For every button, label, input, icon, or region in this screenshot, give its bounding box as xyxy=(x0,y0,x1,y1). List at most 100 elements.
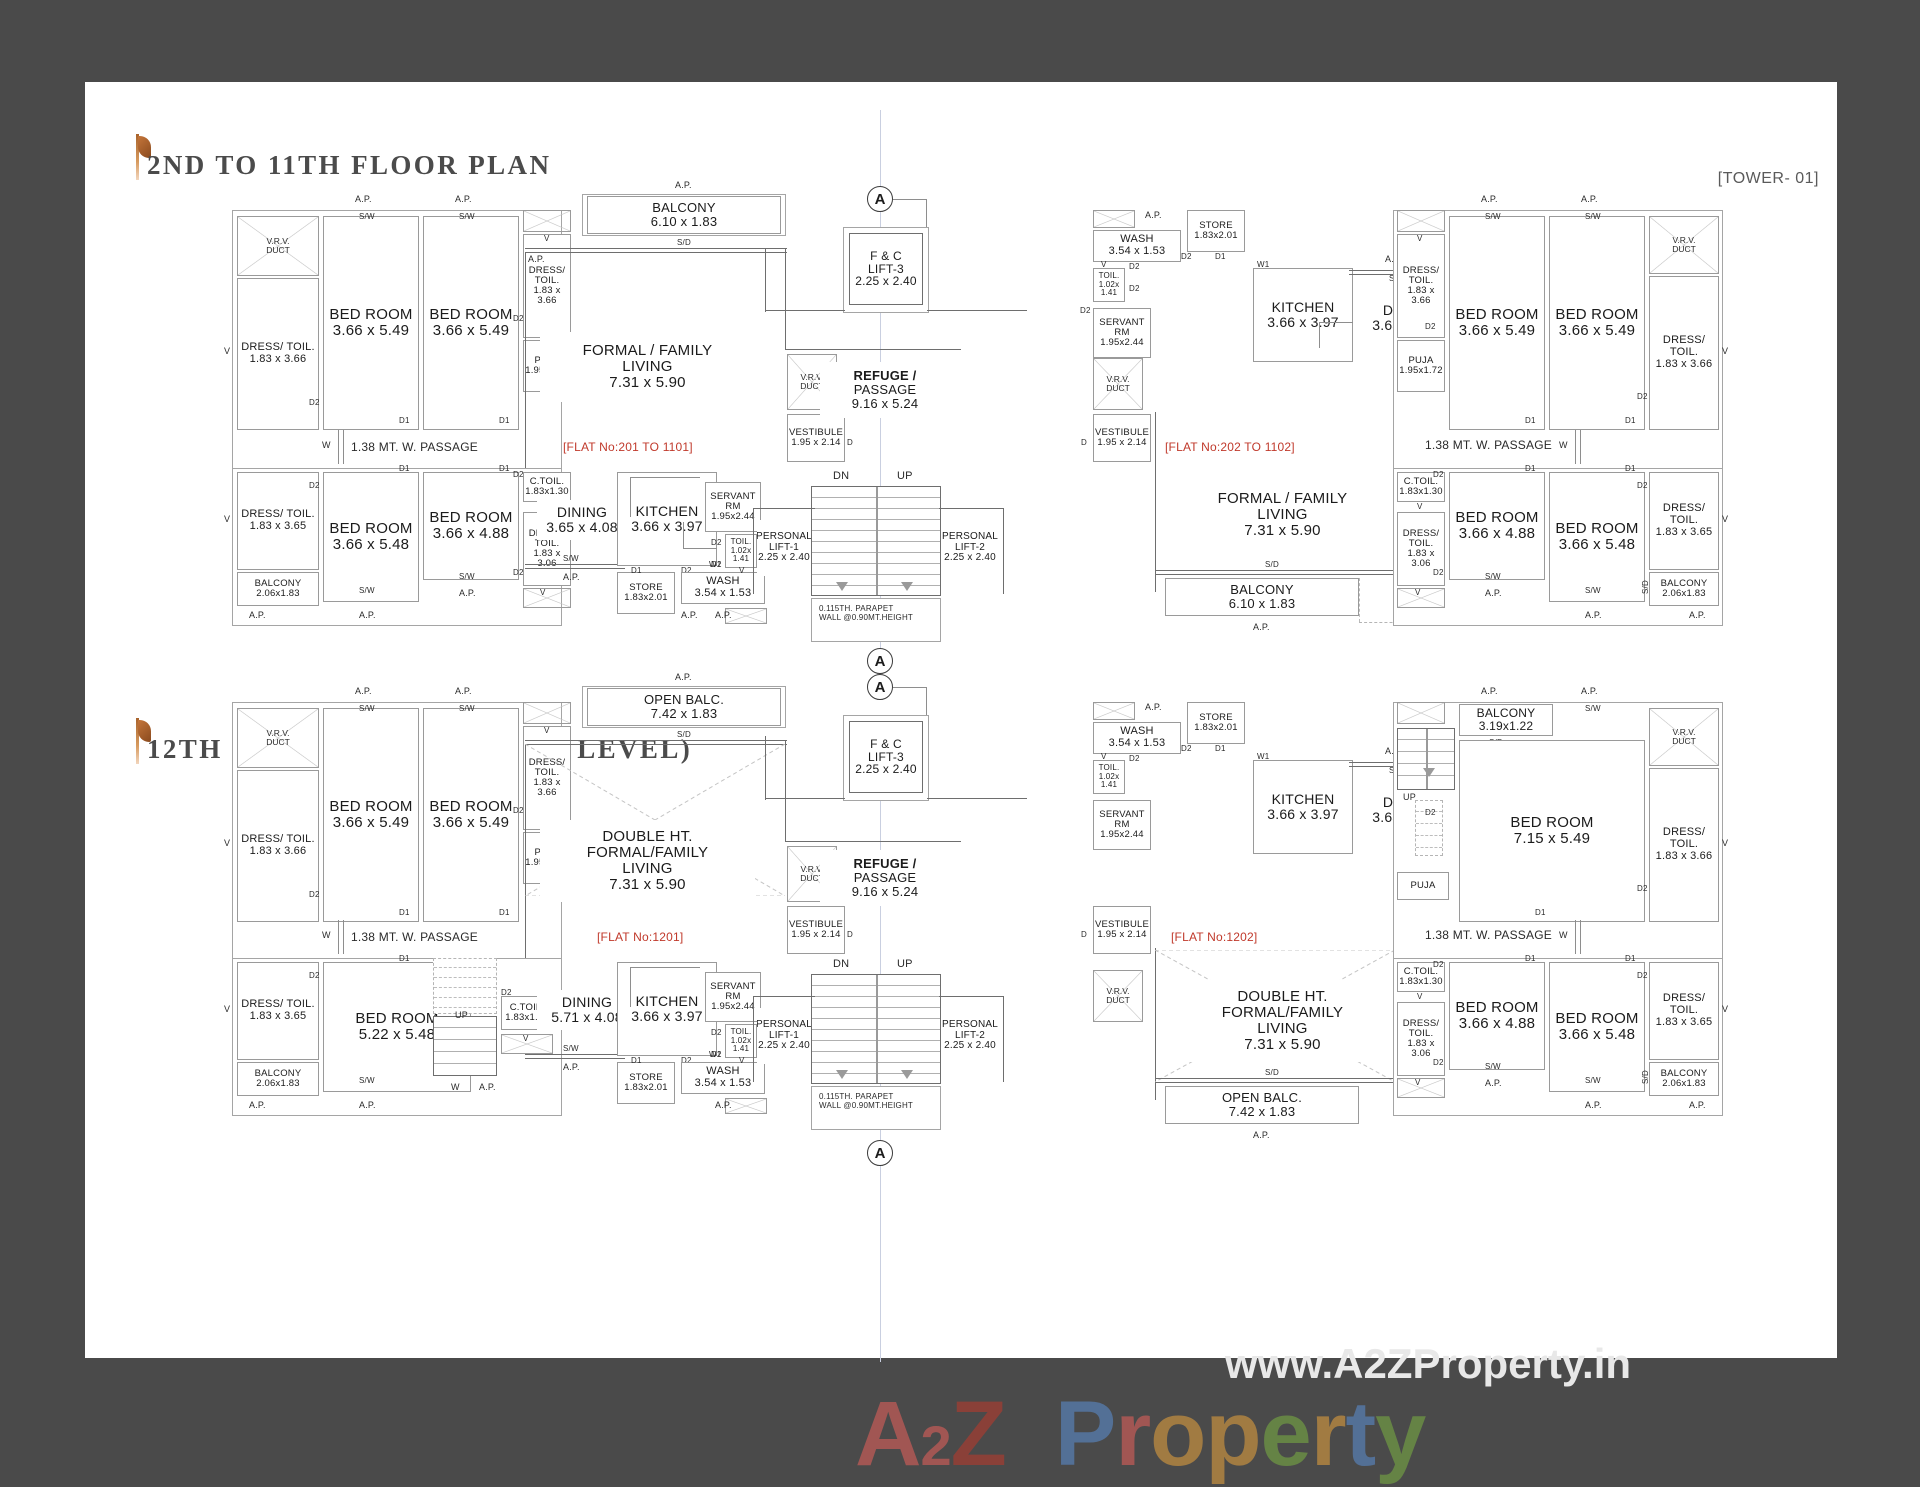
label-ap-right-bot-1: A.P. xyxy=(1485,588,1502,598)
label-d2-right-top: D2 xyxy=(1425,322,1436,331)
label-d2-toil-left-2-lower: D2 xyxy=(711,1050,722,1059)
lift1-wall-lower xyxy=(753,996,754,1082)
room-vestibule-left: VESTIBULE 1.95 x 2.14 xyxy=(787,414,845,462)
kitchen-counter-left-v xyxy=(630,477,631,517)
room-kitchen-left: KITCHEN 3.66 x 3.97 xyxy=(617,472,717,566)
label-d1-right-bot-2: D1 xyxy=(1625,464,1636,473)
label-d2-left-1-lower: D2 xyxy=(309,890,320,899)
label-w-right-lower: W xyxy=(1559,930,1568,940)
lift-band-top-upper2 xyxy=(939,508,1003,509)
label-ap-right-top-1-lower: A.P. xyxy=(1481,686,1498,696)
kitchen-counter-right-v xyxy=(1319,322,1320,348)
label-v-left-top-2-lower: V xyxy=(544,726,550,735)
flat-number-right-upper: [FLAT No:202 TO 1102] xyxy=(1165,440,1295,454)
label-sw-right-bot-1: S/W xyxy=(1485,572,1501,581)
label-d1-right-bot-2-lower: D1 xyxy=(1625,954,1636,963)
label-ap-openbalc-left: A.P. xyxy=(675,672,692,682)
label-sw-right-bot-2: S/W xyxy=(1585,586,1601,595)
stair-arrow-up-upper xyxy=(901,582,913,591)
core-top-wall-right xyxy=(927,310,1027,311)
kitchen-counter-left-h-lower xyxy=(630,967,700,968)
room-bedroom-left-top-1: BED ROOM 3.66 x 5.49 xyxy=(323,216,419,430)
label-sw-left-bot-1: S/W xyxy=(359,586,375,595)
passage-wall-right-b-lower xyxy=(1580,920,1581,954)
room-bedroom-right-bot-2-lower: BED ROOM 3.66 x 5.48 xyxy=(1549,962,1645,1092)
room-balcony-left-top: BALCONY 6.10 x 1.83 xyxy=(587,196,781,234)
room-servant-right-lower: SERVANT RM 1.95x2.44 xyxy=(1093,800,1151,850)
duct-left-top-right-lower xyxy=(523,702,571,724)
lift-band-top-lower2 xyxy=(939,996,1003,997)
wall-dh-living-left-mid xyxy=(785,841,961,842)
room-wash-left: WASH 3.54 x 1.53 xyxy=(681,572,765,604)
label-ap-left-top-2: A.P. xyxy=(455,194,472,204)
label-ap-left-bot-2-lower: A.P. xyxy=(359,1100,376,1110)
label-d-right-vest: D xyxy=(1081,438,1087,447)
drawing-sheet: www.A2ZProperty.in A2Z Property 2ND TO 1… xyxy=(85,82,1837,1485)
label-d2-ctoil-right: D2 xyxy=(1433,470,1444,479)
parapet-note-upper: 0.115TH. PARAPET WALL @0.90MT.HEIGHT xyxy=(819,604,914,622)
label-ap-right-bot-2-lower: A.P. xyxy=(1585,1100,1602,1110)
lift2-wall-lower xyxy=(1003,996,1004,1082)
marker-leader-top xyxy=(893,199,927,200)
label-v-left-bot-lower: V xyxy=(224,1004,231,1014)
room-dress-toil-right-top: DRESS/ TOIL. 1.83 x 3.66 xyxy=(1649,276,1719,430)
room-dress-toil-right-top-lower: DRESS/ TOIL. 1.83 x 3.66 xyxy=(1649,768,1719,922)
room-ctoil-right: C.TOIL. 1.83x1.30 xyxy=(1397,472,1445,502)
label-w1-left: W1 xyxy=(709,560,722,569)
room-bedroom-right-lower-big: BED ROOM 7.15 x 5.49 xyxy=(1459,740,1645,922)
room-dh-living-left: DOUBLE HT. FORMAL/FAMILY LIVING 7.31 x 5… xyxy=(540,820,755,902)
label-v-wash-right: V xyxy=(1101,260,1107,269)
label-d2-ctoil-left-lower: D2 xyxy=(501,988,512,997)
leaf-ornament-upper xyxy=(130,134,151,180)
label-d2-right-outer: D2 xyxy=(1637,392,1648,401)
label-sw-right-top-2: S/W xyxy=(1585,212,1601,221)
label-ap-right-bot-3-lower: A.P. xyxy=(1689,1100,1706,1110)
room-balcony-right-bot: BALCONY 2.06x1.83 xyxy=(1649,572,1719,606)
label-d-right-vest-lower: D xyxy=(1081,930,1087,939)
label-sw-right-top-1: S/W xyxy=(1485,212,1501,221)
label-d2-left-1: D2 xyxy=(309,398,320,407)
label-w1-right-lower: W1 xyxy=(1257,752,1270,761)
label-d-left-vest: D xyxy=(847,438,853,447)
parapet-box-upper xyxy=(811,598,941,642)
wall-dining-left-bot2 xyxy=(525,568,625,569)
label-d1-right-top-1: D1 xyxy=(1525,416,1536,425)
room-living-left: FORMAL / FAMILY LIVING 7.31 x 5.90 xyxy=(540,332,755,402)
internal-stair-right-lower-2 xyxy=(1415,800,1443,856)
label-w-left-upper: W xyxy=(322,440,331,450)
passage-wall-right-a-lower xyxy=(1575,920,1576,954)
room-balcony-right-lower: BALCONY 3.19x1.22 xyxy=(1459,704,1553,736)
duct-right-top-left xyxy=(1397,210,1445,232)
label-v-wash-left-lower: V xyxy=(739,1056,745,1065)
label-ap-right-top-2: A.P. xyxy=(1581,194,1598,204)
label-sd-right-lower: S/D xyxy=(1265,1068,1279,1077)
label-w-left-lower: W xyxy=(322,930,331,940)
wall-dh-living-left-top xyxy=(525,740,787,741)
core-left-edge-lower xyxy=(765,736,766,800)
label-ap-dining-left-lower: A.P. xyxy=(563,1062,580,1072)
room-bedroom-left-bot-2: BED ROOM 3.66 x 4.88 xyxy=(423,472,519,580)
label-ap-balcony-left: A.P. xyxy=(675,180,692,190)
room-balcony-left-bot: BALCONY 2.06x1.83 xyxy=(237,572,319,606)
label-d2-ctoil-right-lower: D2 xyxy=(1433,960,1444,969)
label-sw-right-bot-2-lower: S/W xyxy=(1585,1076,1601,1085)
label-v-right-top: V xyxy=(1417,234,1423,243)
label-d1-store-left: D1 xyxy=(631,566,642,575)
label-d1-store-left-lower: D1 xyxy=(631,1056,642,1065)
label-d2-right-1: D2 xyxy=(1129,262,1140,271)
room-dress-toil-left-top: DRESS/ TOIL. 1.83 x 3.66 xyxy=(237,278,319,430)
label-sw-left-top-2-lower: S/W xyxy=(459,704,475,713)
room-balcony-right-upper: BALCONY 6.10 x 1.83 xyxy=(1165,578,1359,616)
label-d2-toil-left-1-lower: D2 xyxy=(711,1028,722,1037)
label-d1-store-right: D1 xyxy=(1215,252,1226,261)
label-ap-left-bot-3: A.P. xyxy=(459,588,476,598)
internal-stair-upper-flight-left xyxy=(433,958,497,1014)
lift1-wall-upper xyxy=(753,508,754,594)
vrv-duct-left-top-lower: V.R.V.DUCT xyxy=(237,708,319,768)
label-d1-left-bot-1: D1 xyxy=(399,464,410,473)
parapet-box-lower xyxy=(811,1086,941,1130)
section-marker-a-top: A xyxy=(867,186,893,212)
label-d2-left-bot-1-lower: D2 xyxy=(309,971,320,980)
internal-stair-lower-flight-left xyxy=(433,1016,497,1076)
kitchen-counter-left-v-lower xyxy=(630,967,631,1007)
